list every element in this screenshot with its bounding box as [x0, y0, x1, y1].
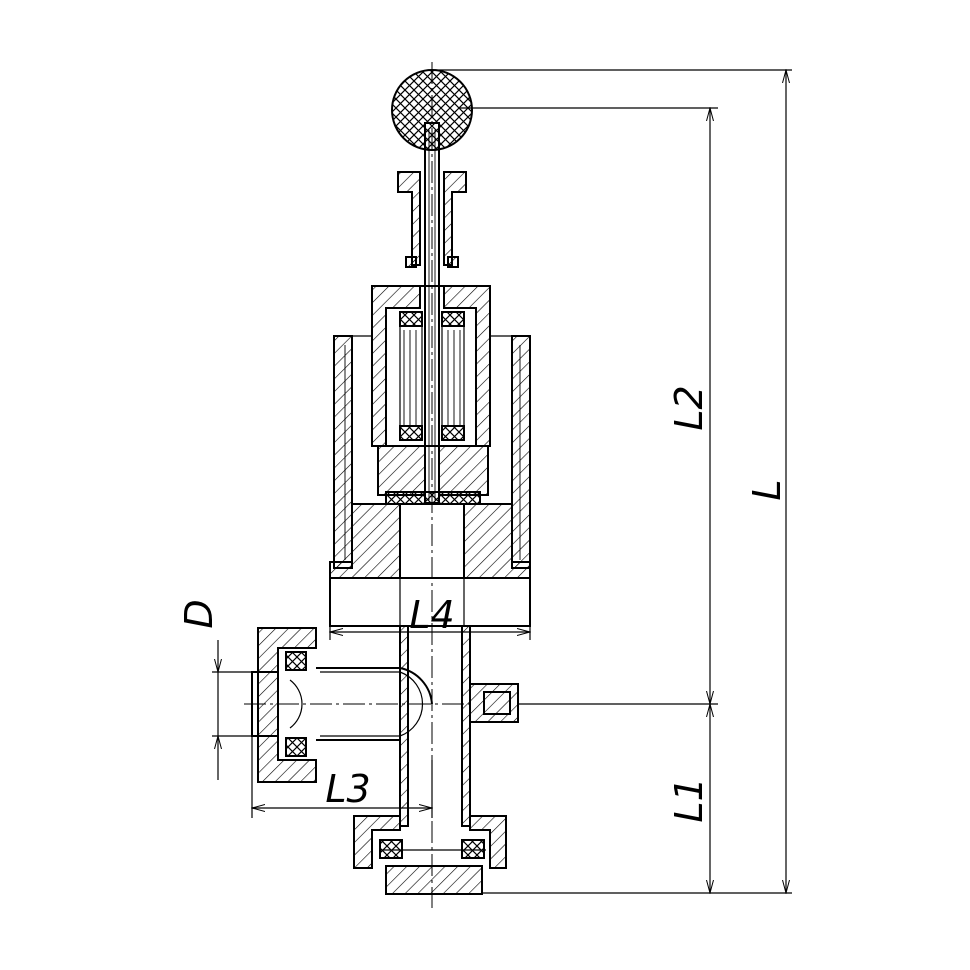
label-L4: L4	[409, 593, 454, 637]
actuator-piston	[377, 445, 489, 505]
label-L2: L2	[667, 385, 711, 430]
label-D: D	[177, 599, 221, 628]
bonnet-housing	[371, 285, 491, 447]
valve-body-upper	[329, 503, 531, 579]
side-clamp	[251, 627, 317, 783]
yoke-neck	[397, 171, 467, 268]
label-L1: L1	[667, 777, 711, 822]
vertical-pipe	[399, 625, 471, 827]
side-port-plug	[469, 683, 519, 723]
dimension-lines	[218, 70, 786, 893]
bottom-clamp	[353, 815, 507, 895]
label-L3: L3	[325, 767, 370, 811]
label-L: L	[745, 479, 789, 500]
outer-jacket	[333, 335, 531, 569]
